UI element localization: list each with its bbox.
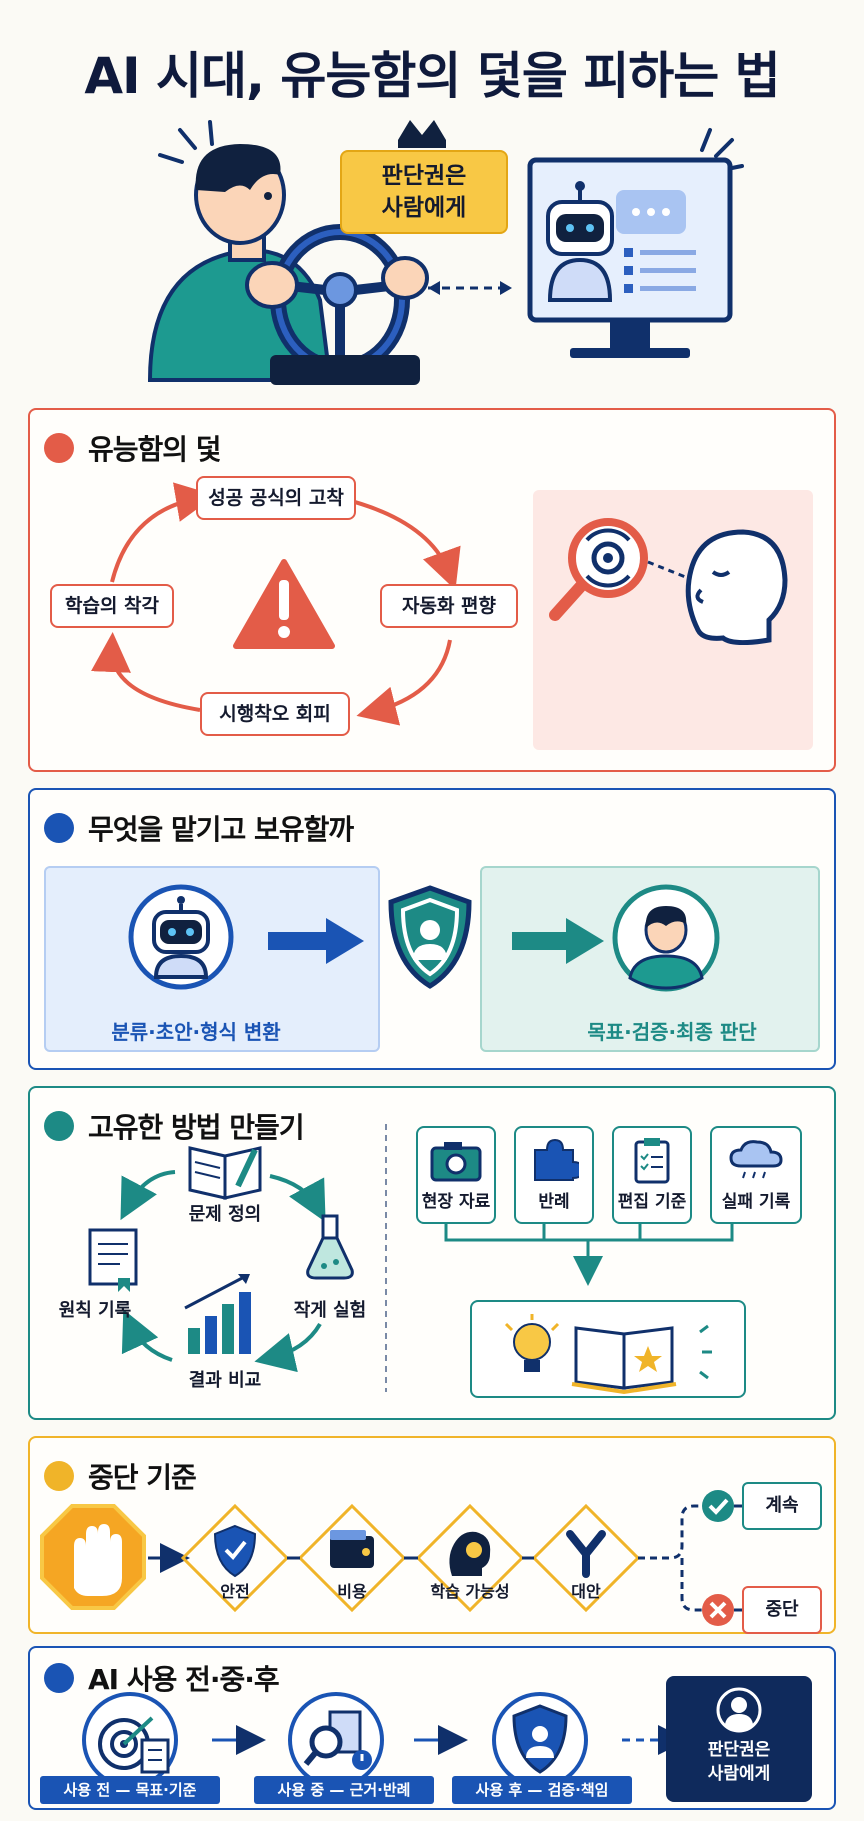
trap-cycle-arrows — [91, 482, 461, 726]
puzzle-icon — [534, 1138, 579, 1181]
shield-user-icon — [388, 885, 472, 989]
section-delegate-retain: 무엇을 맡기고 보유할까 분류·초안·형식 변환 — [28, 788, 836, 1070]
section-title: 유능함의 덫 — [88, 433, 222, 466]
cycle-item: 성공 공식의 고착 — [196, 476, 356, 520]
clipboard-icon — [634, 1138, 670, 1184]
section-dot — [44, 813, 74, 843]
hero-illustration: 판단권은 사람에게 — [0, 100, 864, 400]
cycle-item: 결과 비교 — [188, 1370, 262, 1391]
final-judgment-box: 판단권은 사람에게 — [666, 1676, 812, 1802]
cycle-item: 원칙 기록 — [58, 1300, 132, 1321]
robot-icon — [128, 884, 234, 990]
delegate-panel: 분류·초안·형식 변환 — [44, 866, 380, 1052]
bar-chart-icon — [184, 1274, 251, 1354]
magnifier-head-icon — [549, 518, 788, 646]
continue-box: 계속 — [742, 1482, 822, 1530]
section-title: 무엇을 맡기고 보유할까 — [88, 813, 354, 846]
lightbulb-book-icon — [504, 1314, 712, 1395]
section-dot — [44, 433, 74, 463]
section-ai-usage: AI 사용 전·중·후 사용 전 — 목표·기준 사용 중 — 근거·반례 사용… — [28, 1646, 836, 1810]
stage-tag: 사용 전 — 목표·기준 — [40, 1776, 220, 1804]
section-title: AI 사용 전·중·후 — [88, 1663, 280, 1696]
source-card: 실패 기록 — [710, 1126, 802, 1224]
source-label: 현장 자료 — [421, 1192, 491, 1212]
section-title: 중단 기준 — [88, 1461, 197, 1494]
badge-line1: 판단권은 — [381, 163, 467, 189]
criterion-label: 대안 — [571, 1582, 601, 1601]
retain-panel: 목표·검증·최종 판단 — [480, 866, 820, 1052]
criteria-flow — [40, 1490, 742, 1626]
stop-box: 중단 — [742, 1586, 822, 1634]
cycle-item: 학습의 착각 — [50, 584, 174, 628]
cycle-item: 작게 실험 — [293, 1300, 367, 1321]
section-dot — [44, 1461, 74, 1491]
driver-illustration — [147, 120, 512, 385]
document-icon — [88, 1228, 138, 1292]
section-dot — [44, 1663, 74, 1693]
source-card: 편집 기준 — [612, 1126, 692, 1224]
criteria-diamonds — [180, 1503, 641, 1613]
section-stop-criteria: 중단 기준 안전 비용 — [28, 1436, 836, 1634]
camera-icon — [430, 1142, 482, 1182]
source-label: 반례 — [538, 1192, 570, 1212]
flask-icon — [306, 1214, 354, 1280]
method-cycle — [88, 1124, 387, 1392]
stage-tag: 사용 후 — 검증·책임 — [452, 1776, 632, 1804]
final-line2: 사람에게 — [707, 1764, 771, 1784]
arrow-right-icon — [512, 918, 604, 964]
section-title: 고유한 방법 만들기 — [88, 1111, 305, 1144]
final-line1: 판단권은 — [707, 1740, 771, 1760]
usage-flow — [82, 1692, 688, 1788]
cycle-item: 시행착오 회피 — [200, 692, 350, 736]
delegate-label: 분류·초안·형식 변환 — [111, 1020, 281, 1044]
book-icon — [188, 1146, 262, 1200]
section-own-method: 고유한 방법 만들기 — [28, 1086, 836, 1420]
reflection-panel — [533, 490, 813, 750]
section-dot — [44, 1111, 74, 1141]
retain-label: 목표·검증·최종 판단 — [587, 1020, 757, 1044]
insight-box — [470, 1300, 746, 1398]
judgment-badge: 판단권은 사람에게 — [340, 150, 508, 234]
criterion-label: 안전 — [220, 1582, 250, 1601]
cycle-item: 자동화 편향 — [380, 584, 518, 628]
page-title: AI 시대, 유능함의 덫을 피하는 법 — [84, 47, 780, 105]
arrow-right-icon — [268, 918, 364, 964]
rain-cloud-icon — [729, 1140, 783, 1179]
source-label: 실패 기록 — [721, 1192, 791, 1212]
person-icon — [612, 884, 720, 992]
cycle-item: 문제 정의 — [188, 1204, 262, 1225]
source-label: 편집 기준 — [617, 1192, 687, 1212]
user-circle-icon — [716, 1687, 762, 1733]
badge-line2: 사람에게 — [381, 195, 467, 221]
section-competence-trap: 유능함의 덫 성공 공식의 고착 자동화 편향 시행착오 회피 학습의 착각 — [28, 408, 836, 772]
stage-tag: 사용 중 — 근거·반례 — [254, 1776, 434, 1804]
criterion-label: 비용 — [337, 1582, 367, 1601]
source-card: 반례 — [514, 1126, 594, 1224]
source-connectors — [444, 1222, 734, 1286]
source-card: 현장 자료 — [416, 1126, 496, 1224]
criterion-label: 학습 가능성 — [430, 1582, 510, 1601]
ai-monitor-icon — [527, 128, 744, 358]
